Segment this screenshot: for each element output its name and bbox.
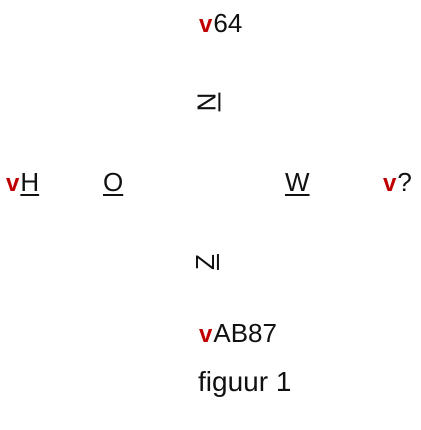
- north-label-text: N: [191, 92, 222, 112]
- top-label-text: 64: [213, 8, 243, 38]
- vector-mark: v: [199, 321, 213, 348]
- west-label-text: W: [285, 167, 310, 197]
- north-label: N: [191, 89, 221, 115]
- letter-o-text: O: [103, 167, 124, 197]
- left-label: vH: [6, 169, 39, 196]
- vector-mark: v: [383, 170, 397, 197]
- south-label: Z: [190, 249, 220, 275]
- letter-o: O: [103, 169, 123, 195]
- figure-caption: figuur 1: [198, 366, 292, 397]
- west-label: W: [285, 169, 310, 195]
- south-label-text: Z: [189, 254, 220, 270]
- vector-mark: v: [199, 11, 213, 38]
- vector-mark: v: [6, 170, 20, 197]
- bottom-label-text: AB87: [213, 318, 277, 348]
- bottom-label: vAB87: [199, 320, 277, 347]
- left-label-text: H: [20, 167, 40, 197]
- right-label-text: ?: [397, 167, 412, 197]
- right-label: v?: [383, 169, 412, 196]
- top-label: v64: [199, 10, 242, 37]
